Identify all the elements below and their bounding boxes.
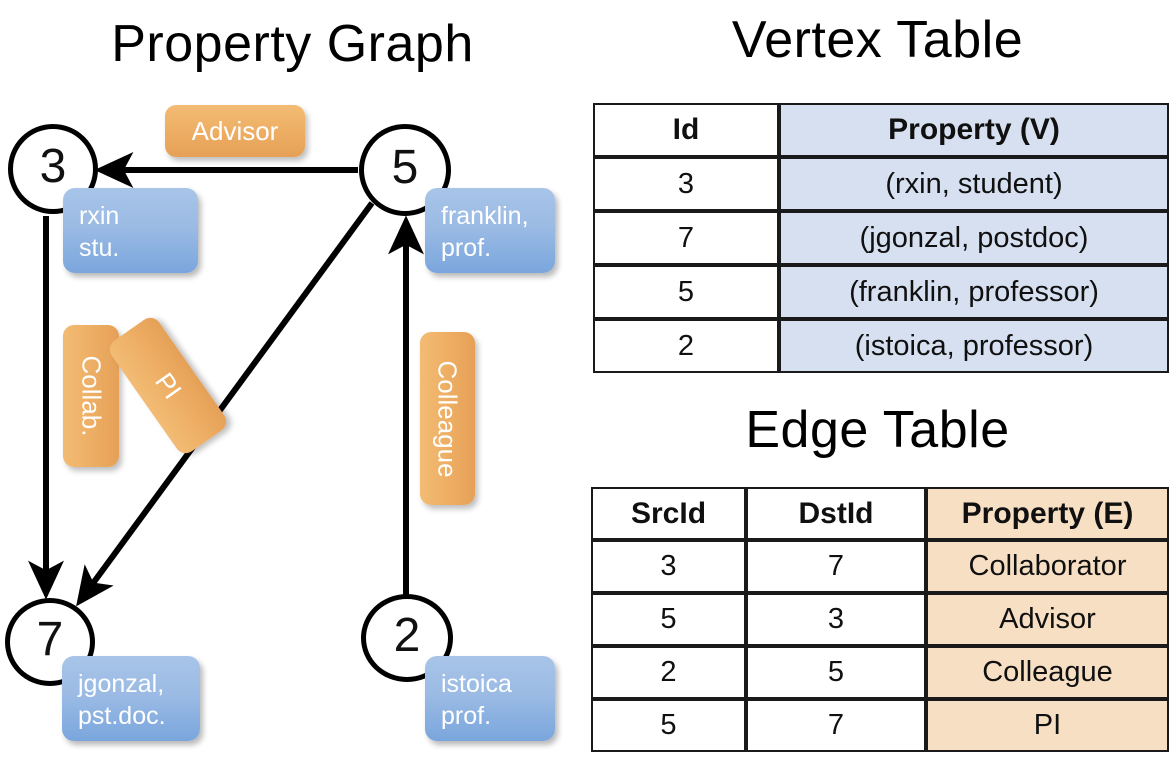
vertex-table-cell-property: (jgonzal, postdoc) xyxy=(779,211,1169,265)
property-graph-panel: Property Graph 3 5 7 2 rxin stu. frankli… xyxy=(5,15,555,741)
table-row: 5 (franklin, professor) xyxy=(593,265,1169,319)
vertex-property-box-istoica: istoica prof. xyxy=(425,656,555,741)
edge-table-header-srcid: SrcId xyxy=(591,487,746,540)
edge-table-header-row: SrcId DstId Property (E) xyxy=(591,487,1169,540)
graph-vertex-5[interactable]: 5 xyxy=(359,124,451,216)
vertex-property-box-franklin: franklin, prof. xyxy=(425,188,555,273)
edge-table-cell-srcid: 5 xyxy=(591,593,746,646)
table-row: 3 7 Collaborator xyxy=(591,540,1169,593)
table-row: 7 (jgonzal, postdoc) xyxy=(593,211,1169,265)
edge-table-header-property: Property (E) xyxy=(926,487,1169,540)
edge-table-cell-property: PI xyxy=(926,699,1169,752)
vertex-property-box-jgonzal: jgonzal, pst.doc. xyxy=(62,656,200,741)
vertex-table-cell-id: 2 xyxy=(593,319,779,373)
graph-vertex-2-label: 2 xyxy=(393,609,421,662)
edge-label-colleague-text: Colleague xyxy=(432,359,463,478)
table-row: 2 (istoica, professor) xyxy=(593,319,1169,373)
table-row: 3 (rxin, student) xyxy=(593,157,1169,211)
vertex-property-box-rxin: rxin stu. xyxy=(63,188,198,273)
edge-table-cell-srcid: 3 xyxy=(591,540,746,593)
edge-table-cell-property: Collaborator xyxy=(926,540,1169,593)
vertex-table-header-row: Id Property (V) xyxy=(593,103,1169,157)
edge-label-advisor: Advisor xyxy=(165,105,305,157)
graph-vertex-7-label: 7 xyxy=(36,613,64,666)
edge-table: SrcId DstId Property (E) 3 7 Collaborato… xyxy=(591,487,1169,752)
edge-label-advisor-text: Advisor xyxy=(191,116,279,146)
vertex-table-cell-id: 7 xyxy=(593,211,779,265)
edge-table-header-dstid: DstId xyxy=(746,487,926,540)
vertex-table-cell-property: (rxin, student) xyxy=(779,157,1169,211)
table-row: 2 5 Colleague xyxy=(591,646,1169,699)
edge-table-cell-dstid: 7 xyxy=(746,540,926,593)
graph-vertex-2[interactable]: 2 xyxy=(361,594,453,682)
vertex-table-cell-property: (istoica, professor) xyxy=(779,319,1169,373)
graph-edges-layer xyxy=(28,152,424,607)
edge-label-collab-text: Collab. xyxy=(76,355,106,437)
edge-table-cell-dstid: 7 xyxy=(746,699,926,752)
graph-vertex-5-label: 5 xyxy=(391,141,419,194)
vertex-table: Id Property (V) 3 (rxin, student) 7 (jgo… xyxy=(593,103,1169,373)
table-row: 5 7 PI xyxy=(591,699,1169,752)
table-row: 5 3 Advisor xyxy=(591,593,1169,646)
edge-table-cell-srcid: 5 xyxy=(591,699,746,752)
vertex-table-cell-id: 3 xyxy=(593,157,779,211)
vertex-table-header-property: Property (V) xyxy=(779,103,1169,157)
edge-table-cell-srcid: 2 xyxy=(591,646,746,699)
vertex-table-cell-property: (franklin, professor) xyxy=(779,265,1169,319)
edge-table-cell-dstid: 5 xyxy=(746,646,926,699)
edge-5-to-7-pi xyxy=(76,201,375,607)
vertex-table-header-id: Id xyxy=(593,103,779,157)
vertex-table-cell-id: 5 xyxy=(593,265,779,319)
edge-table-cell-property: Colleague xyxy=(926,646,1169,699)
edge-label-pi-text: PI xyxy=(148,366,188,405)
page-title-vertex-table: Vertex Table xyxy=(731,11,1024,69)
page-title-property-graph: Property Graph xyxy=(111,15,474,73)
graph-vertex-3-label: 3 xyxy=(39,140,67,193)
page-title-edge-table: Edge Table xyxy=(745,401,1010,459)
edge-table-cell-dstid: 3 xyxy=(746,593,926,646)
edge-label-colleague: Colleague xyxy=(420,332,475,505)
edge-table-cell-property: Advisor xyxy=(926,593,1169,646)
